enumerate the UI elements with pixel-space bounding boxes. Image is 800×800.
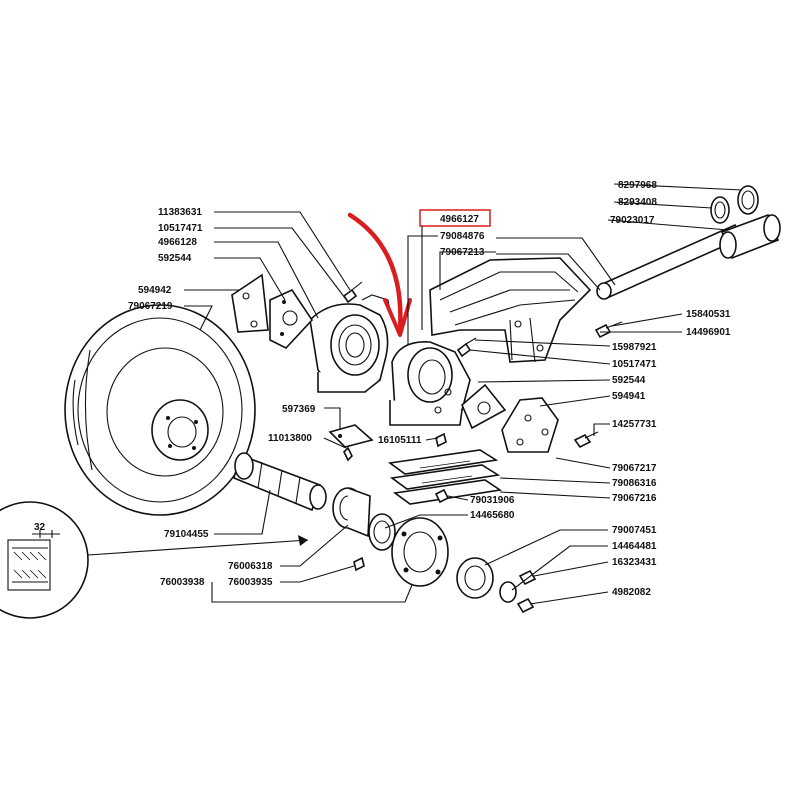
label-16323431: 16323431	[612, 557, 657, 568]
label-8293408: 8293408	[618, 197, 657, 208]
label-76003938: 76003938	[160, 577, 205, 588]
label-10517471-left: 10517471	[158, 223, 203, 234]
small-plate	[328, 424, 374, 448]
label-79031906: 79031906	[470, 495, 515, 506]
label-10517471-right: 10517471	[612, 359, 657, 370]
idler-shaft	[233, 452, 327, 512]
shim-plates	[387, 449, 503, 505]
label-597369: 597369	[282, 404, 316, 415]
left-bearing-housing	[309, 294, 393, 393]
tension-rod	[596, 213, 781, 300]
label-14465680: 14465680	[470, 510, 515, 521]
left-triangle-plate	[231, 273, 314, 349]
label-79067217: 79067217	[612, 463, 657, 474]
label-4966128: 4966128	[158, 237, 197, 248]
label-79084876: 79084876	[440, 231, 485, 242]
bearing-stack	[332, 487, 537, 614]
support-bracket	[429, 257, 592, 363]
label-592544-right: 592544	[612, 375, 646, 386]
label-15987921: 15987921	[612, 342, 657, 353]
label-14257731: 14257731	[612, 419, 657, 430]
label-8297968: 8297968	[618, 180, 657, 191]
label-76003935: 76003935	[228, 577, 273, 588]
idler-wheel	[64, 304, 256, 516]
detail-inset: 32	[0, 501, 309, 619]
bolts	[342, 281, 623, 504]
label-79067213: 79067213	[440, 247, 485, 258]
detail-dimension-label: 32	[34, 522, 46, 533]
label-4966127: 4966127	[440, 214, 479, 225]
highlight-box	[419, 209, 491, 227]
right-triangle-plate	[461, 383, 559, 453]
seal-rings	[710, 185, 759, 224]
label-79007451: 79007451	[612, 525, 657, 536]
leader-lines	[184, 183, 743, 605]
label-79104455: 79104455	[164, 529, 209, 540]
right-bearing-housing	[389, 341, 471, 426]
label-16105111: 16105111	[378, 435, 422, 446]
label-76006318: 76006318	[228, 561, 273, 572]
label-15840531: 15840531	[686, 309, 731, 320]
label-4982082: 4982082	[612, 587, 651, 598]
label-594941: 594941	[612, 391, 646, 402]
label-11383631: 11383631	[158, 207, 202, 218]
label-592544-left: 592544	[158, 253, 192, 264]
label-11013800: 11013800	[268, 433, 312, 444]
part-number-labels: 11383631 10517471 4966128 592544 594942 …	[128, 180, 731, 598]
label-79067219: 79067219	[128, 301, 173, 312]
label-79067216: 79067216	[612, 493, 657, 504]
label-14496901: 14496901	[686, 327, 731, 338]
label-594942: 594942	[138, 285, 172, 296]
highlight-arrow	[347, 212, 412, 337]
label-14464481: 14464481	[612, 541, 657, 552]
label-79023017: 79023017	[610, 215, 655, 226]
label-79086316: 79086316	[612, 478, 657, 489]
